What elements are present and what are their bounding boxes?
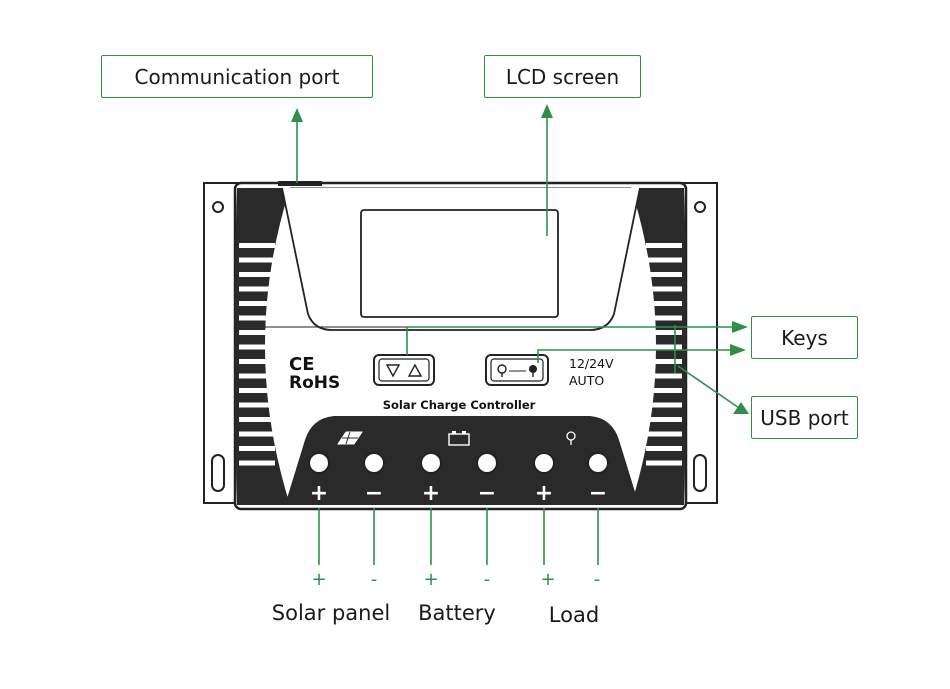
- usb-arrowhead: [733, 402, 749, 414]
- voltage-label: 12/24V: [569, 356, 614, 371]
- load-label: Load: [548, 603, 600, 627]
- communication-port: [278, 181, 322, 186]
- vent-slot: [646, 344, 682, 350]
- battery-label: Battery: [418, 601, 496, 625]
- vent-slot: [646, 359, 682, 364]
- vent-slot: [239, 359, 275, 364]
- down-arrow-icon: [385, 364, 401, 378]
- load-switch-button[interactable]: [485, 354, 549, 386]
- rohs-mark: RoHS: [289, 373, 340, 393]
- keys-arrowhead-top: [732, 321, 748, 333]
- arrow-keys-button[interactable]: [373, 354, 435, 386]
- vent-slot: [646, 243, 682, 248]
- vent-slot: [239, 402, 275, 408]
- terminal-screw: [308, 452, 330, 474]
- device-title: Solar Charge Controller: [383, 398, 536, 412]
- vent-slot: [646, 301, 682, 306]
- vent-slot: [239, 243, 275, 248]
- vent-slot: [646, 417, 682, 422]
- terminal-sign: +: [535, 481, 553, 506]
- terminal-screw: [587, 452, 609, 474]
- mounting-flange-right: [682, 182, 718, 504]
- usb-leader: [677, 365, 743, 411]
- terminal-sign: +: [422, 481, 440, 506]
- vent-slot: [646, 330, 682, 335]
- terminal-sign: +: [310, 481, 328, 506]
- polarity-battery-positive: +: [423, 569, 439, 590]
- vent-slot: [239, 373, 275, 379]
- vent-slot: [646, 402, 682, 408]
- vent-slot: [239, 388, 275, 393]
- terminal-leads: [318, 508, 599, 565]
- lcd-arrowhead: [541, 104, 553, 118]
- terminal-sign: −: [365, 481, 383, 506]
- usb-port-callout: USB port: [751, 396, 858, 439]
- ce-mark: CE: [289, 354, 315, 375]
- terminal-sign: −: [478, 481, 496, 506]
- lcd-screen: [360, 209, 559, 318]
- vent-slot: [239, 301, 275, 306]
- vent-slot: [239, 417, 275, 422]
- lcd-screen-callout: LCD screen: [484, 55, 641, 98]
- callout-connectors: [291, 104, 749, 414]
- vent-slot: [239, 330, 275, 335]
- vent-slot: [646, 431, 682, 437]
- comm-port-arrowhead: [291, 108, 303, 122]
- vent-slot: [646, 315, 682, 321]
- solar-panel-label: Solar panel: [271, 601, 391, 625]
- bulb-icon: [566, 431, 576, 445]
- vent-slot: [239, 257, 275, 263]
- polarity-battery-negative: -: [483, 569, 491, 590]
- vent-slot: [646, 373, 682, 379]
- vent-slot: [239, 431, 275, 437]
- mounting-flange-left: [203, 182, 239, 504]
- polarity-solar-negative: -: [370, 569, 378, 590]
- polarity-solar-positive: +: [311, 569, 327, 590]
- solar-panel-icon: [337, 431, 363, 445]
- terminal-screw: [363, 452, 385, 474]
- terminal-screws: + − + − + −: [308, 452, 609, 506]
- vent-slots-left: [239, 243, 275, 466]
- communication-port-callout: Communication port: [101, 55, 373, 98]
- terminal-screw: [476, 452, 498, 474]
- up-arrow-icon: [407, 363, 423, 377]
- terminal-screw: [533, 452, 555, 474]
- vent-slot: [646, 257, 682, 263]
- keys-leader-top: [406, 326, 740, 355]
- vent-slot: [646, 286, 682, 292]
- polarity-load-negative: -: [593, 569, 601, 590]
- vent-slot: [239, 344, 275, 350]
- vent-slot: [239, 315, 275, 321]
- keys-leader-bottom: [537, 349, 738, 363]
- terminal-sign: −: [589, 481, 607, 506]
- battery-icon: [448, 431, 470, 446]
- vent-slot: [646, 446, 682, 451]
- keys-arrowhead-bottom: [730, 344, 746, 356]
- vent-slot: [239, 446, 275, 451]
- terminal-screw: [420, 452, 442, 474]
- polarity-load-positive: +: [540, 569, 556, 590]
- vent-slots-right: [646, 243, 682, 466]
- vent-slot: [646, 272, 682, 277]
- mode-label: AUTO: [569, 373, 604, 388]
- bulb-toggle-icon: [497, 364, 537, 377]
- vent-slot: [646, 460, 682, 466]
- keys-callout: Keys: [751, 316, 858, 359]
- vent-slot: [239, 460, 275, 466]
- vent-slot: [239, 272, 275, 277]
- vent-slot: [646, 388, 682, 393]
- vent-slot: [239, 286, 275, 292]
